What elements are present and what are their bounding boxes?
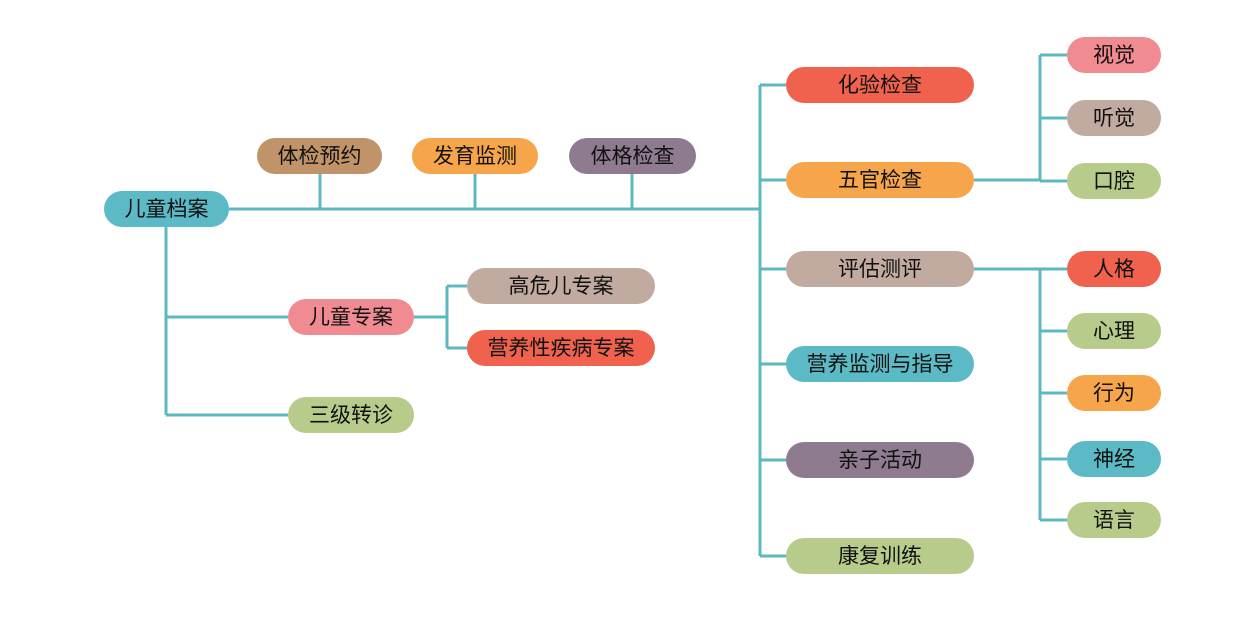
node-assessment[interactable]: 评估测评 (786, 251, 974, 287)
node-physical-exam[interactable]: 体格检查 (569, 138, 696, 174)
node-root-child-archive[interactable]: 儿童档案 (104, 191, 229, 227)
node-high-risk-case[interactable]: 高危儿专案 (467, 268, 655, 304)
node-personality[interactable]: 人格 (1067, 251, 1161, 287)
node-psychology[interactable]: 心理 (1067, 313, 1161, 349)
node-nutrition-guidance[interactable]: 营养监测与指导 (786, 346, 974, 382)
node-language[interactable]: 语言 (1067, 502, 1161, 538)
node-hearing[interactable]: 听觉 (1067, 100, 1161, 136)
node-tertiary-referral[interactable]: 三级转诊 (288, 397, 414, 433)
node-behavior[interactable]: 行为 (1067, 375, 1161, 411)
node-nutrition-disease-case[interactable]: 营养性疾病专案 (467, 330, 655, 366)
node-neurology[interactable]: 神经 (1067, 441, 1161, 477)
node-development-monitoring[interactable]: 发育监测 (412, 138, 538, 174)
node-child-special-case[interactable]: 儿童专案 (288, 299, 414, 335)
node-parent-child-activity[interactable]: 亲子活动 (786, 442, 974, 478)
node-lab-test[interactable]: 化验检查 (786, 67, 974, 103)
node-checkup-appointment[interactable]: 体检预约 (257, 138, 382, 174)
node-facial-features-exam[interactable]: 五官检查 (786, 162, 974, 198)
node-rehab-training[interactable]: 康复训练 (786, 538, 974, 574)
node-oral[interactable]: 口腔 (1067, 163, 1161, 199)
node-vision[interactable]: 视觉 (1067, 37, 1161, 73)
